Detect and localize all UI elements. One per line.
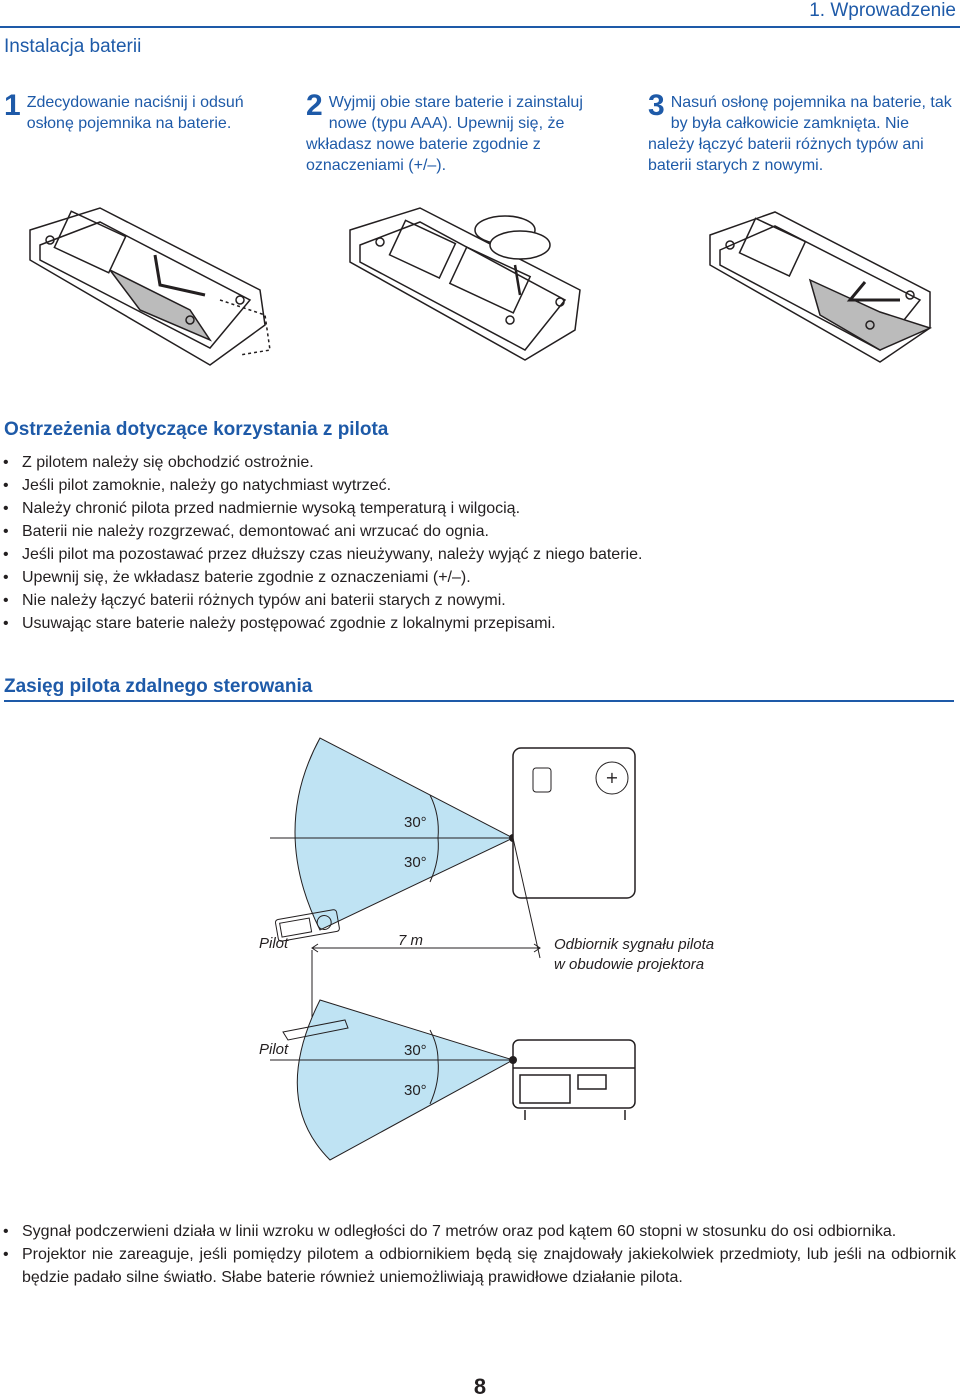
close-arrow-icon	[846, 281, 900, 302]
range-diagram: +	[270, 737, 636, 1161]
step-1-number: 1	[4, 89, 21, 122]
remote-side-view	[282, 1019, 349, 1041]
step-3-text: Nasuń osłonę pojemnika na baterie, tak b…	[648, 94, 952, 174]
svg-text:+: +	[605, 768, 618, 787]
remote-label: Pilot	[259, 935, 289, 952]
step-1: 1 Zdecydowanie naciśnij i odsuń osłonę p…	[4, 89, 256, 134]
warning-item: Jeśli pilot ma pozostawać przez dłuższy …	[0, 543, 900, 566]
warning-item: Z pilotem należy się obchodzić ostrożnie…	[0, 451, 900, 474]
battery-section-title: Instalacja baterii	[4, 36, 142, 57]
warnings-title: Ostrzeżenia dotyczące korzystania z pilo…	[4, 419, 389, 440]
step-3: 3 Nasuń osłonę pojemnika na baterie, tak…	[648, 89, 958, 176]
projector-front-view	[512, 747, 636, 899]
angle-label: 30°	[404, 854, 427, 871]
chapter-title: 1. Wprowadzenie	[809, 0, 956, 21]
remote-illustration-closed	[709, 211, 933, 363]
angle-label: 30°	[404, 1042, 427, 1059]
insert-arrow-icon	[513, 264, 522, 296]
step-1-text: Zdecydowanie naciśnij i odsuń osłonę poj…	[26, 94, 244, 132]
projector-side-view	[512, 1039, 636, 1120]
slide-arrow-icon	[153, 254, 206, 297]
range-note: Projektor nie zareaguje, jeśli pomiędzy …	[0, 1243, 956, 1289]
warning-item: Należy chronić pilota przed nadmiernie w…	[0, 497, 900, 520]
range-section-title: Zasięg pilota zdalnego sterowania	[4, 676, 954, 702]
warning-item: Usuwając stare baterie należy postępować…	[0, 612, 900, 635]
step-2-text: Wyjmij obie stare baterie i zainstaluj n…	[306, 94, 583, 174]
header-rule	[0, 26, 960, 28]
warning-item: Upewnij się, że wkładasz baterie zgodnie…	[0, 566, 900, 589]
warning-item: Jeśli pilot zamoknie, należy go natychmi…	[0, 474, 900, 497]
warning-item: Nie należy łączyć baterii różnych typów …	[0, 589, 900, 612]
step-3-number: 3	[648, 89, 665, 122]
warning-item: Baterii nie należy rozgrzewać, demontowa…	[0, 520, 900, 543]
receiver-label-line1: Odbiornik sygnału pilota	[554, 936, 715, 953]
step-2: 2 Wyjmij obie stare baterie i zainstaluj…	[306, 89, 616, 176]
page-number: 8	[473, 1374, 487, 1399]
distance-label: 7 m	[398, 932, 424, 949]
remote-illustration-open	[29, 207, 271, 366]
range-cone-bottom	[296, 999, 515, 1161]
remote-illustration-batteries	[349, 207, 581, 361]
range-notes: Sygnał podczerwieni działa w linii wzrok…	[0, 1220, 956, 1289]
range-note: Sygnał podczerwieni działa w linii wzrok…	[0, 1220, 956, 1243]
warnings-list: Z pilotem należy się obchodzić ostrożnie…	[0, 451, 900, 635]
step-2-number: 2	[306, 89, 323, 122]
receiver-label-line2: w obudowie projektora	[554, 956, 705, 973]
angle-label: 30°	[404, 814, 427, 831]
remote-top-view	[274, 909, 340, 942]
angle-label: 30°	[404, 1082, 427, 1099]
range-cone-top	[294, 737, 515, 931]
remote-label: Pilot	[259, 1041, 289, 1058]
